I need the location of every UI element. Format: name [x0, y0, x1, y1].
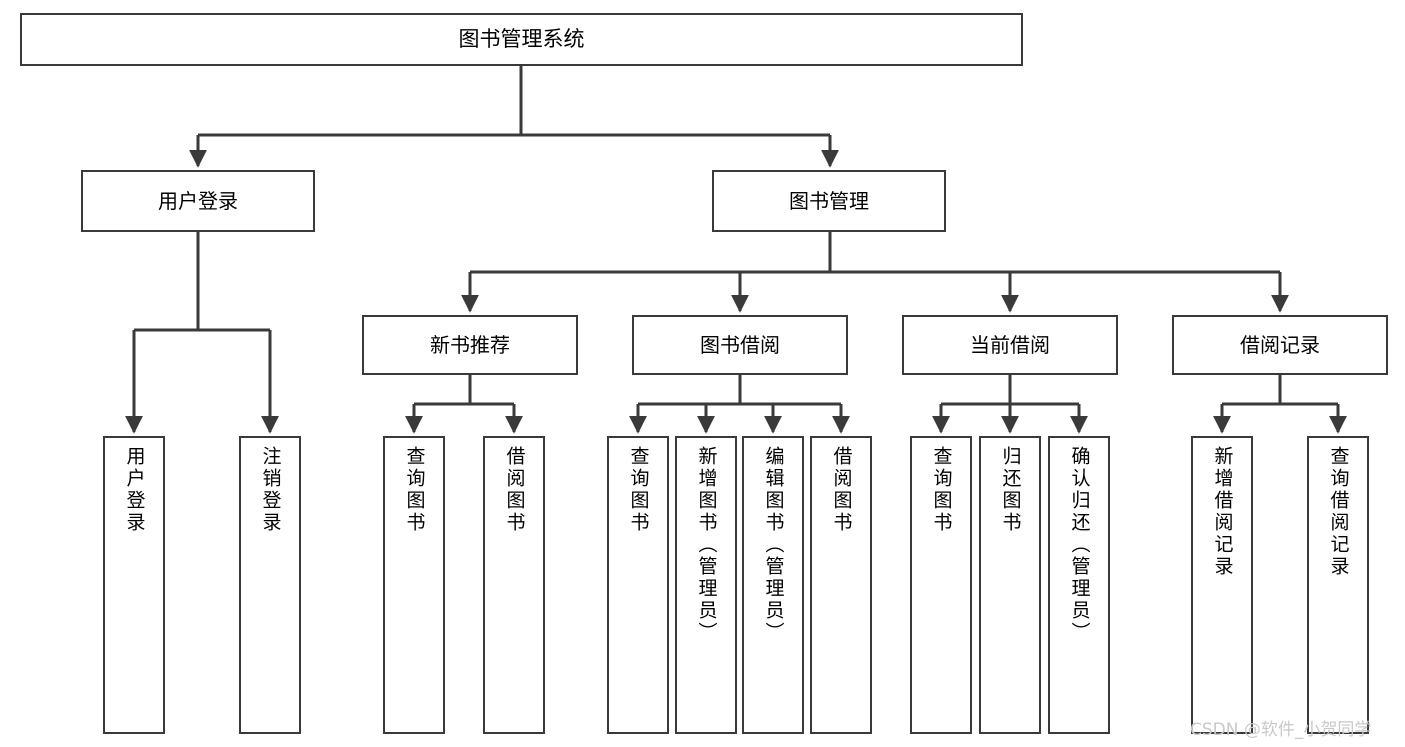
- node-current-borrow-label: 当前借阅: [970, 332, 1050, 357]
- node-leaf-query-record[interactable]: 查询借阅记录: [1307, 436, 1369, 734]
- node-borrow-record[interactable]: 借阅记录: [1172, 315, 1388, 375]
- node-new-book-recommend[interactable]: 新书推荐: [362, 315, 578, 375]
- node-leaf-borrow-book-2[interactable]: 借阅图书: [810, 436, 872, 734]
- node-root-label: 图书管理系统: [458, 26, 585, 51]
- node-leaf-borrow-book-2-label: 借阅图书: [830, 446, 853, 534]
- node-leaf-return-book[interactable]: 归还图书: [979, 436, 1041, 734]
- node-leaf-user-login-label: 用户登录: [123, 446, 146, 534]
- node-leaf-user-login[interactable]: 用户登录: [103, 436, 165, 734]
- node-leaf-query-book-1-label: 查询图书: [403, 446, 426, 534]
- node-leaf-add-book-label: 新增图书（管理员）: [695, 446, 718, 644]
- node-leaf-edit-book-label: 编辑图书（管理员）: [762, 446, 785, 644]
- node-leaf-borrow-book-1[interactable]: 借阅图书: [483, 436, 545, 734]
- node-root[interactable]: 图书管理系统: [20, 13, 1023, 66]
- node-leaf-query-book-1[interactable]: 查询图书: [383, 436, 445, 734]
- node-book-borrow-label: 图书借阅: [700, 332, 780, 357]
- node-leaf-add-record[interactable]: 新增借阅记录: [1191, 436, 1253, 734]
- node-current-borrow[interactable]: 当前借阅: [902, 315, 1118, 375]
- node-user-login-label: 用户登录: [158, 188, 238, 213]
- node-book-borrow[interactable]: 图书借阅: [632, 315, 848, 375]
- node-leaf-logout-login[interactable]: 注销登录: [239, 436, 301, 734]
- node-leaf-query-book-2[interactable]: 查询图书: [607, 436, 669, 734]
- node-user-login[interactable]: 用户登录: [81, 170, 315, 232]
- node-new-book-recommend-label: 新书推荐: [430, 332, 510, 357]
- node-leaf-query-book-2-label: 查询图书: [627, 446, 650, 534]
- node-leaf-confirm-return-label: 确认归还（管理员）: [1068, 446, 1091, 644]
- csdn-watermark: CSDN @软件_小贺同学: [1190, 720, 1372, 740]
- node-leaf-add-record-label: 新增借阅记录: [1211, 446, 1234, 578]
- node-book-management-label: 图书管理: [789, 188, 869, 213]
- node-leaf-query-book-3[interactable]: 查询图书: [910, 436, 972, 734]
- node-borrow-record-label: 借阅记录: [1240, 332, 1320, 357]
- node-leaf-query-record-label: 查询借阅记录: [1327, 446, 1350, 578]
- node-leaf-confirm-return[interactable]: 确认归还（管理员）: [1048, 436, 1110, 734]
- node-leaf-query-book-3-label: 查询图书: [930, 446, 953, 534]
- node-leaf-logout-login-label: 注销登录: [259, 446, 282, 534]
- node-leaf-borrow-book-1-label: 借阅图书: [503, 446, 526, 534]
- node-leaf-add-book[interactable]: 新增图书（管理员）: [675, 436, 737, 734]
- node-leaf-return-book-label: 归还图书: [999, 446, 1022, 534]
- node-leaf-edit-book[interactable]: 编辑图书（管理员）: [742, 436, 804, 734]
- node-book-management[interactable]: 图书管理: [712, 170, 946, 232]
